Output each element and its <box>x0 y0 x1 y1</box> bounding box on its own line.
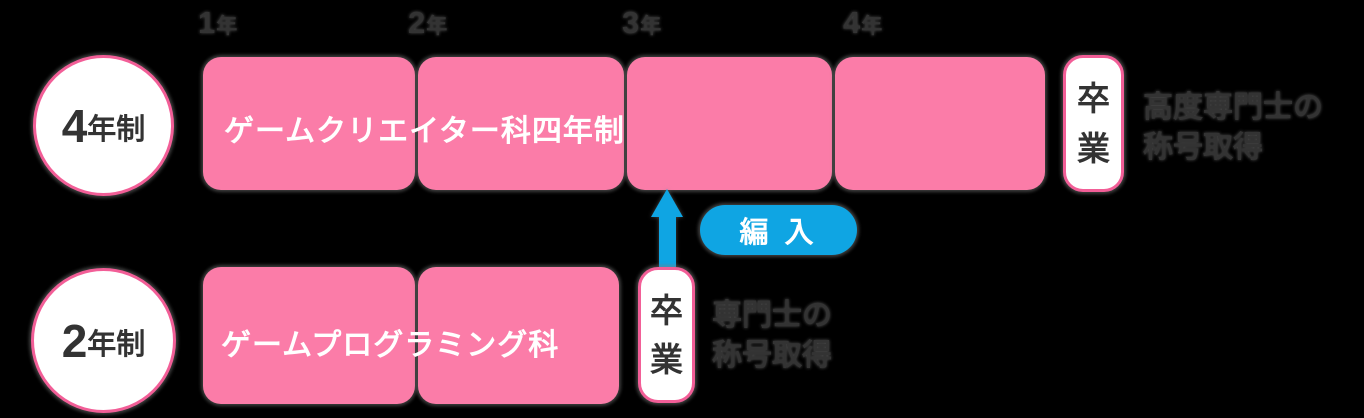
four-year-badge: 4 年制 <box>33 55 174 196</box>
two-year-badge-unit: 年制 <box>87 329 146 361</box>
year-label-2-number: 2 <box>408 5 426 40</box>
two-year-block-year2 <box>418 267 619 404</box>
year-label-4-unit: 年 <box>861 15 883 38</box>
two-year-outcome-text: 専門士の 称号取得 <box>712 296 832 376</box>
four-year-outcome-line1: 高度専門士の <box>1143 91 1323 124</box>
two-year-badge-number: 2 <box>61 314 88 367</box>
two-year-graduation-label: 卒業 <box>649 291 683 379</box>
four-year-badge-unit: 年制 <box>87 114 146 146</box>
four-year-block-year1 <box>203 57 415 190</box>
transfer-arrow-icon <box>651 189 683 267</box>
four-year-block-year3 <box>627 57 832 190</box>
year-label-3: 3年 <box>622 5 661 41</box>
four-year-graduation-box: 卒業 <box>1063 55 1124 192</box>
two-year-graduation-box: 卒業 <box>638 267 695 403</box>
four-year-outcome-line2: 称号取得 <box>1143 131 1263 164</box>
year-label-1-number: 1 <box>198 5 216 40</box>
year-label-4-number: 4 <box>843 5 861 40</box>
two-year-outcome-line1: 専門士の <box>712 299 832 332</box>
four-year-block-year4 <box>835 57 1045 190</box>
transfer-arrow-head <box>651 189 683 217</box>
transfer-badge: 編 入 <box>700 205 857 255</box>
year-label-1: 1年 <box>198 5 237 41</box>
two-year-badge: 2 年制 <box>31 268 176 413</box>
transfer-arrow-shaft <box>658 216 676 267</box>
two-year-block-year1 <box>203 267 415 404</box>
year-label-4: 4年 <box>843 5 882 41</box>
four-year-graduation-label: 卒業 <box>1076 80 1110 167</box>
two-year-track-label: ゲームプログラミング科 <box>221 329 560 362</box>
year-label-3-number: 3 <box>622 5 640 40</box>
two-year-outcome-line2: 称号取得 <box>712 339 832 372</box>
four-year-badge-number: 4 <box>61 99 88 152</box>
year-label-1-unit: 年 <box>216 15 238 38</box>
year-label-2: 2年 <box>408 5 447 41</box>
four-year-track-label: ゲームクリエイター科四年制 <box>224 115 625 148</box>
four-year-block-year2 <box>418 57 624 190</box>
four-year-outcome-text: 高度専門士の 称号取得 <box>1143 88 1323 168</box>
year-label-2-unit: 年 <box>426 15 448 38</box>
year-label-3-unit: 年 <box>640 15 662 38</box>
